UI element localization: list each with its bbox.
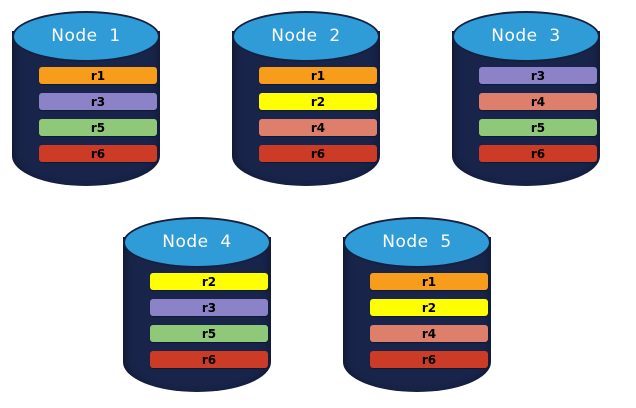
replica-bar[interactable]: r3 xyxy=(150,299,268,316)
cylinder-top-icon: Node 5 xyxy=(343,217,491,268)
replica-bar[interactable]: r4 xyxy=(479,93,597,110)
replica-bar[interactable]: r1 xyxy=(39,67,157,84)
database-node-5[interactable]: Node 5 r1 r2 r4 r6 xyxy=(343,212,491,398)
replica-bar[interactable]: r6 xyxy=(479,145,597,162)
replica-list: r1 r3 r5 r6 xyxy=(39,67,157,162)
replica-bar[interactable]: r6 xyxy=(39,145,157,162)
database-node-1[interactable]: Node 1 r1 r3 r5 r6 xyxy=(12,6,160,192)
cylinder-top-icon: Node 1 xyxy=(12,11,160,62)
replica-bar[interactable]: r6 xyxy=(370,351,488,368)
replica-list: r1 r2 r4 r6 xyxy=(259,67,377,162)
cylinder-top-icon: Node 3 xyxy=(452,11,600,62)
replica-bar[interactable]: r4 xyxy=(259,119,377,136)
replica-bar[interactable]: r3 xyxy=(39,93,157,110)
replica-bar[interactable]: r5 xyxy=(150,325,268,342)
replica-bar[interactable]: r1 xyxy=(370,273,488,290)
replica-bar[interactable]: r2 xyxy=(150,273,268,290)
cylinder-top-icon: Node 2 xyxy=(232,11,380,62)
replica-bar[interactable]: r2 xyxy=(370,299,488,316)
replica-bar[interactable]: r3 xyxy=(479,67,597,84)
cylinder-top-icon: Node 4 xyxy=(123,217,271,268)
replica-bar[interactable]: r5 xyxy=(479,119,597,136)
node-title: Node 2 xyxy=(271,25,341,46)
node-title: Node 3 xyxy=(491,25,561,46)
database-node-2[interactable]: Node 2 r1 r2 r4 r6 xyxy=(232,6,380,192)
node-title: Node 5 xyxy=(382,231,452,252)
database-node-4[interactable]: Node 4 r2 r3 r5 r6 xyxy=(123,212,271,398)
replica-bar[interactable]: r1 xyxy=(259,67,377,84)
node-title: Node 1 xyxy=(51,25,121,46)
replica-bar[interactable]: r6 xyxy=(259,145,377,162)
replica-bar[interactable]: r5 xyxy=(39,119,157,136)
replica-list: r3 r4 r5 r6 xyxy=(479,67,597,162)
replica-bar[interactable]: r4 xyxy=(370,325,488,342)
replica-list: r2 r3 r5 r6 xyxy=(150,273,268,368)
database-node-3[interactable]: Node 3 r3 r4 r5 r6 xyxy=(452,6,600,192)
replica-list: r1 r2 r4 r6 xyxy=(370,273,488,368)
replica-bar[interactable]: r6 xyxy=(150,351,268,368)
replica-bar[interactable]: r2 xyxy=(259,93,377,110)
node-title: Node 4 xyxy=(162,231,232,252)
